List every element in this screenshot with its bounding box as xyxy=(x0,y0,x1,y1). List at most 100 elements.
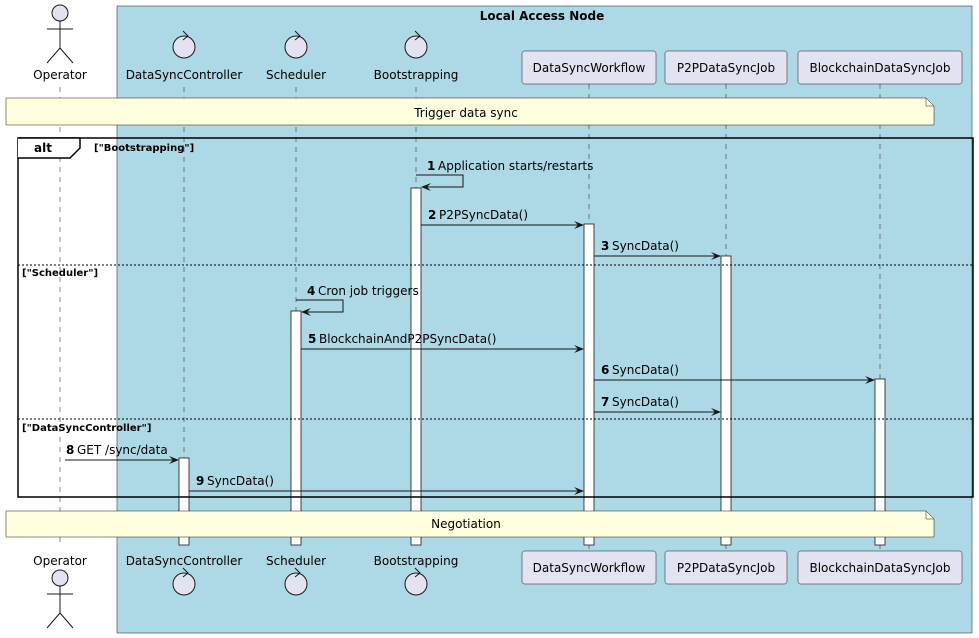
participant-box xyxy=(521,550,657,585)
alt-fragment: alt ["Bootstrapping"] ["Scheduler"] ["Da… xyxy=(17,137,974,498)
participant-label: DataSyncController xyxy=(126,68,243,82)
alt-frame xyxy=(17,137,974,498)
participant-bc-bottom: BlockchainDataSyncJob xyxy=(797,550,963,585)
control-icon xyxy=(284,572,308,596)
message-number: 7 xyxy=(601,395,609,409)
control-arrow xyxy=(414,30,421,41)
participant-p2p-top: P2PDataSyncJob xyxy=(664,50,788,85)
participant-label: DataSyncController xyxy=(126,554,243,568)
box-title: Local Access Node xyxy=(480,9,605,23)
message-label: BlockchainAndP2PSyncData() xyxy=(319,332,496,346)
participant-box xyxy=(797,550,963,585)
note-negotiation: Negotiation xyxy=(5,510,935,538)
p2p-activation-bar xyxy=(720,255,732,546)
participant-bc-top: BlockchainDataSyncJob xyxy=(797,50,963,85)
control-arrow xyxy=(182,30,189,41)
participant-label: Scheduler xyxy=(266,68,326,82)
dsw-activation-bar xyxy=(583,223,595,546)
scheduler-activation-bar xyxy=(290,310,302,546)
participant-scheduler-top: Scheduler xyxy=(266,30,326,82)
control-icon xyxy=(404,572,428,596)
message-label: SyncData() xyxy=(612,363,679,377)
message-number: 4 xyxy=(307,284,315,298)
participant-box xyxy=(521,50,657,85)
participant-label: Scheduler xyxy=(266,554,326,568)
alt-label: alt xyxy=(34,141,52,155)
participant-dsw-top: DataSyncWorkflow xyxy=(521,50,657,85)
alt-tab xyxy=(18,137,81,159)
participant-operator-top: Operator xyxy=(33,4,87,82)
bc-activation-bar xyxy=(874,378,886,546)
participant-label: DataSyncWorkflow xyxy=(533,561,646,575)
note-shape xyxy=(5,97,935,126)
control-arrow xyxy=(182,567,189,578)
note-text: Negotiation xyxy=(431,517,501,531)
participant-box xyxy=(664,550,788,585)
participant-label: Operator xyxy=(33,68,87,82)
message-number: 2 xyxy=(428,208,436,222)
participant-label: P2PDataSyncJob xyxy=(677,61,775,75)
control-arrow xyxy=(294,30,301,41)
message-label: SyncData() xyxy=(612,239,679,253)
alt-guard-bootstrapping: ["Bootstrapping"] xyxy=(94,143,194,154)
control-icon xyxy=(172,572,196,596)
note-shape xyxy=(5,510,935,538)
participant-box xyxy=(664,50,788,85)
message-arrow xyxy=(296,299,344,316)
message-label: P2PSyncData() xyxy=(439,208,528,222)
participant-label: BlockchainDataSyncJob xyxy=(809,561,950,575)
participant-label: Bootstrapping xyxy=(374,554,459,568)
message-number: 6 xyxy=(601,363,609,377)
message-number: 1 xyxy=(427,159,435,173)
message-label: SyncData() xyxy=(207,474,274,488)
message-label: Cron job triggers xyxy=(318,284,419,298)
participant-label: Operator xyxy=(33,554,87,568)
participant-bootstrapping-top: Bootstrapping xyxy=(374,30,459,82)
participant-dsc-bottom: DataSyncController xyxy=(126,554,243,596)
control-arrow xyxy=(294,567,301,578)
actor-icon xyxy=(51,569,69,587)
participant-label: P2PDataSyncJob xyxy=(677,561,775,575)
control-icon xyxy=(284,35,308,59)
participant-dsw-bottom: DataSyncWorkflow xyxy=(521,550,657,585)
participant-operator-bottom: Operator xyxy=(33,554,87,629)
message-label: Application starts/restarts xyxy=(438,159,593,173)
participant-scheduler-bottom: Scheduler xyxy=(266,554,326,596)
message-number: 3 xyxy=(601,239,609,253)
control-icon xyxy=(404,35,428,59)
message-number: 5 xyxy=(308,332,316,346)
participant-label: Bootstrapping xyxy=(374,68,459,82)
message-label: SyncData() xyxy=(612,395,679,409)
participant-p2p-bottom: P2PDataSyncJob xyxy=(664,550,788,585)
bootstrapping-activation-bar xyxy=(410,187,422,546)
participant-label: BlockchainDataSyncJob xyxy=(809,61,950,75)
message-label: GET /sync/data xyxy=(77,443,168,457)
participant-box xyxy=(797,50,963,85)
actor-icon xyxy=(51,4,69,22)
participant-label: DataSyncWorkflow xyxy=(533,61,646,75)
message-number: 8 xyxy=(66,443,74,457)
participant-bootstrapping-bottom: Bootstrapping xyxy=(374,554,459,596)
message-arrow xyxy=(416,174,464,191)
note-text: Trigger data sync xyxy=(413,106,518,120)
note-trigger-data-sync: Trigger data sync xyxy=(5,97,935,126)
control-icon xyxy=(172,35,196,59)
participant-dsc-top: DataSyncController xyxy=(126,30,243,82)
alt-guard-scheduler: ["Scheduler"] xyxy=(22,268,98,279)
control-arrow xyxy=(414,567,421,578)
actor-body xyxy=(46,21,74,64)
message-number: 9 xyxy=(196,474,204,488)
dsc-activation-bar xyxy=(178,457,190,546)
